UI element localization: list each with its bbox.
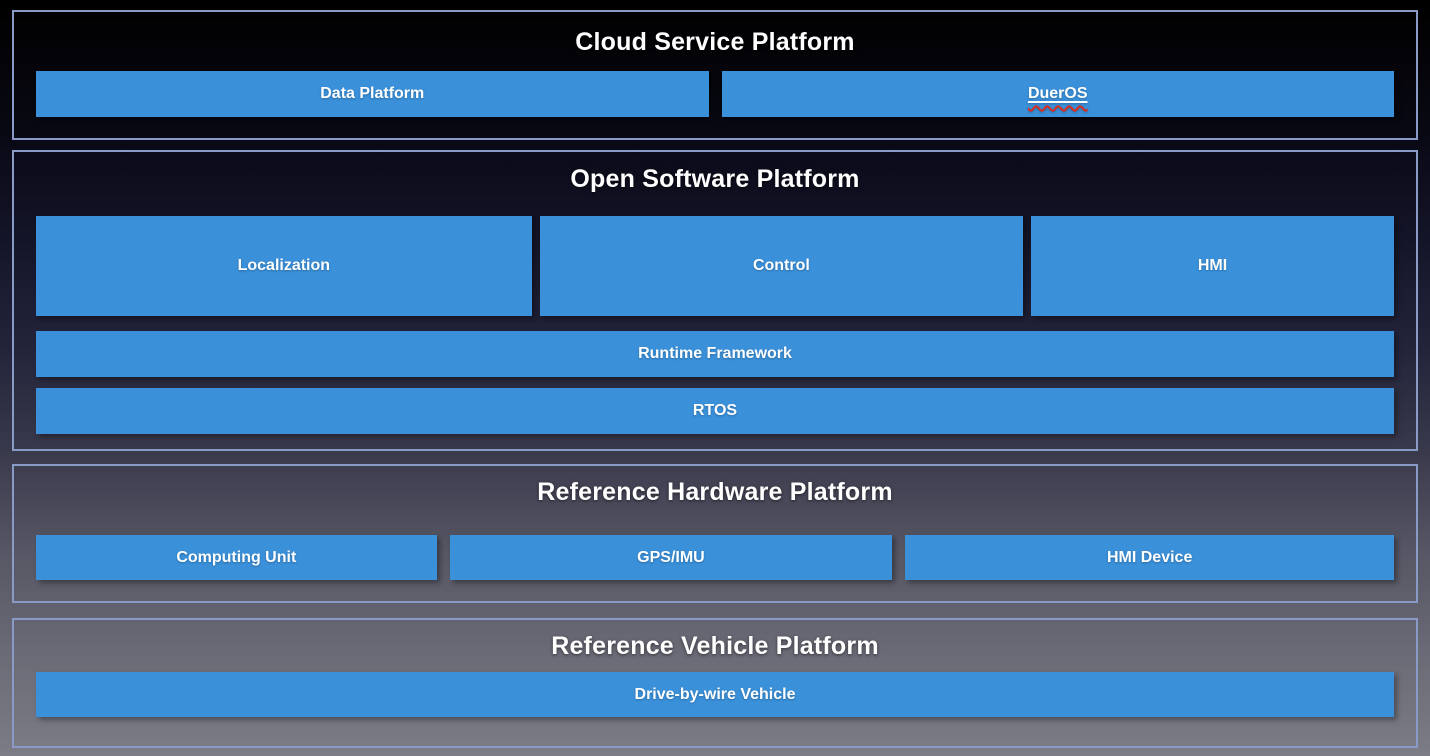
box-computing-unit: Computing Unit	[36, 535, 437, 580]
software-platform-title: Open Software Platform	[570, 165, 860, 193]
section-reference-hardware-platform: Reference Hardware Platform Computing Un…	[12, 464, 1418, 603]
box-runtime-framework: Runtime Framework	[36, 331, 1394, 377]
box-dueros: DuerOS	[721, 71, 1394, 117]
section-reference-vehicle-platform: Reference Vehicle Platform Drive-by-wire…	[12, 618, 1418, 748]
cloud-boxes-row: Data Platform DuerOS	[14, 71, 1416, 117]
box-computing-unit-label: Computing Unit	[176, 548, 297, 566]
box-data-platform-label: Data Platform	[320, 85, 425, 102]
vehicle-boxes-row: Drive-by-wire Vehicle	[14, 672, 1416, 717]
section-cloud-service-platform: Cloud Service Platform Data Platform Due…	[12, 10, 1418, 140]
box-drive-by-wire-vehicle: Drive-by-wire Vehicle	[36, 672, 1394, 717]
box-control: Control	[539, 216, 1024, 316]
box-hmi: HMI	[1031, 216, 1394, 316]
box-hmi-device: HMI Device	[905, 535, 1394, 580]
box-hmi-device-label: HMI Device	[1106, 548, 1193, 566]
runtime-framework-row: Runtime Framework	[14, 331, 1416, 377]
hardware-boxes-row: Computing Unit GPS/IMU HMI Device	[14, 535, 1416, 580]
box-data-platform: Data Platform	[36, 71, 709, 117]
box-hmi-label: HMI	[1197, 257, 1228, 274]
box-runtime-framework-label: Runtime Framework	[638, 345, 792, 362]
cloud-platform-title: Cloud Service Platform	[575, 28, 855, 56]
box-rtos: RTOS	[36, 388, 1394, 434]
dueros-spellcheck-squiggle: DuerOS	[1028, 85, 1088, 103]
rtos-row: RTOS	[14, 388, 1416, 434]
section-open-software-platform: Open Software Platform Localization Cont…	[12, 150, 1418, 451]
box-gps-imu: GPS/IMU	[449, 535, 893, 580]
box-localization-label: Localization	[237, 257, 331, 274]
box-localization: Localization	[36, 216, 532, 316]
vehicle-platform-title: Reference Vehicle Platform	[551, 632, 879, 660]
box-dueros-label: DuerOS	[1027, 85, 1088, 102]
hardware-platform-title: Reference Hardware Platform	[537, 478, 893, 506]
box-control-label: Control	[752, 257, 810, 274]
software-module-row: Localization Control HMI	[14, 216, 1416, 316]
box-rtos-label: RTOS	[692, 402, 738, 419]
box-drive-by-wire-vehicle-label: Drive-by-wire Vehicle	[634, 685, 796, 703]
box-gps-imu-label: GPS/IMU	[637, 548, 705, 566]
